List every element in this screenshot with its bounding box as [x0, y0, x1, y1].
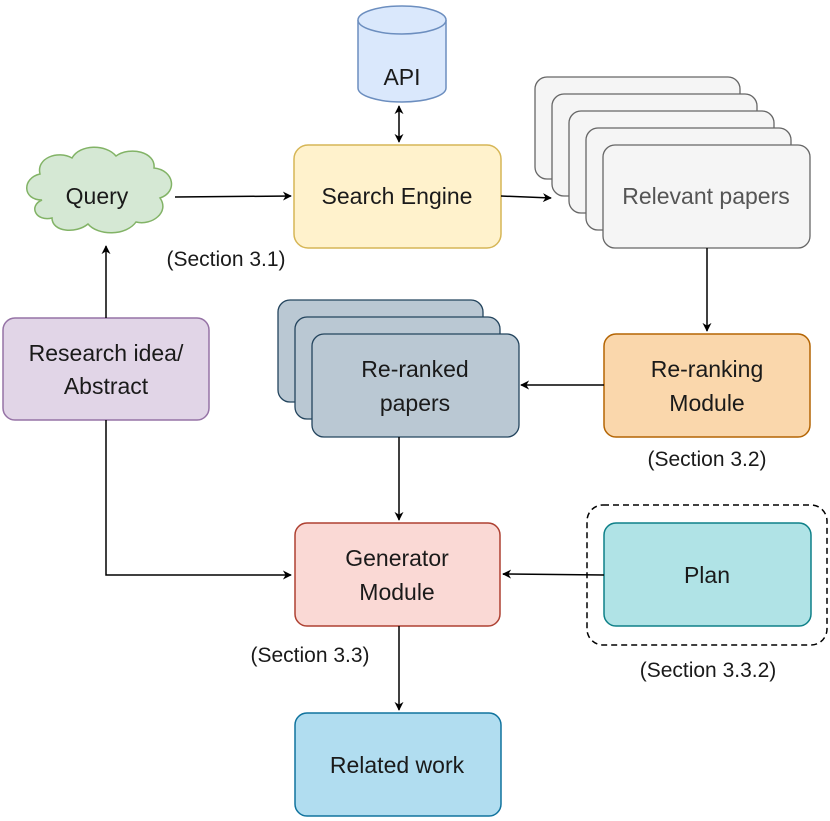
- related-work-node: Related work: [294, 712, 502, 817]
- api-cylinder-body: [357, 20, 447, 103]
- edge-plan-generator: [502, 569, 605, 579]
- query-cloud: [26, 146, 173, 234]
- reranking-module-box: [603, 333, 811, 438]
- generator-module-box: [294, 522, 501, 627]
- search-engine-node: Search Engine: [293, 144, 502, 249]
- api-label: API: [383, 64, 420, 90]
- section-3-3-2-label: (Section 3.3.2): [640, 659, 777, 682]
- generator-label-line1: Generator: [345, 545, 449, 571]
- generator-module-node: Generator Module: [294, 522, 501, 627]
- reranking-module-node: Re-ranking Module: [603, 333, 811, 438]
- section-3-3-label: (Section 3.3): [250, 644, 369, 667]
- edge-query-search: [174, 191, 292, 201]
- query-node: Query: [26, 146, 173, 234]
- relevant-papers-label: Relevant papers: [622, 183, 790, 209]
- research-idea-node: Research idea/ Abstract: [2, 317, 210, 421]
- research-idea-box: [2, 317, 210, 421]
- api-cylinder-top: [357, 5, 447, 35]
- reranking-label-line1: Re-ranking: [651, 356, 764, 382]
- reranked-papers-stack: Re-ranked papers: [277, 299, 520, 438]
- plan-node: Plan: [586, 504, 828, 646]
- relevant-papers-stack: Relevant papers: [534, 76, 811, 249]
- research-idea-label-line1: Research idea/: [29, 340, 184, 366]
- plan-label: Plan: [684, 562, 730, 588]
- api-node: API: [357, 5, 447, 103]
- related-work-box: [294, 712, 502, 817]
- query-label: Query: [66, 183, 129, 209]
- related-work-label: Related work: [330, 752, 465, 778]
- reranked-sheet-front: [311, 333, 520, 438]
- section-3-1-label: (Section 3.1): [166, 248, 285, 271]
- research-idea-label-line2: Abstract: [64, 373, 149, 399]
- reranking-label-line2: Module: [669, 390, 744, 416]
- reranked-label-line1: Re-ranked: [361, 356, 468, 382]
- reranked-label-line2: papers: [380, 390, 450, 416]
- edges: [101, 105, 712, 711]
- edge-idea-generator: [105, 420, 292, 580]
- search-engine-label: Search Engine: [322, 183, 473, 209]
- edge-search-papers: [500, 193, 552, 203]
- generator-label-line2: Module: [359, 579, 434, 605]
- section-3-2-label: (Section 3.2): [647, 448, 766, 471]
